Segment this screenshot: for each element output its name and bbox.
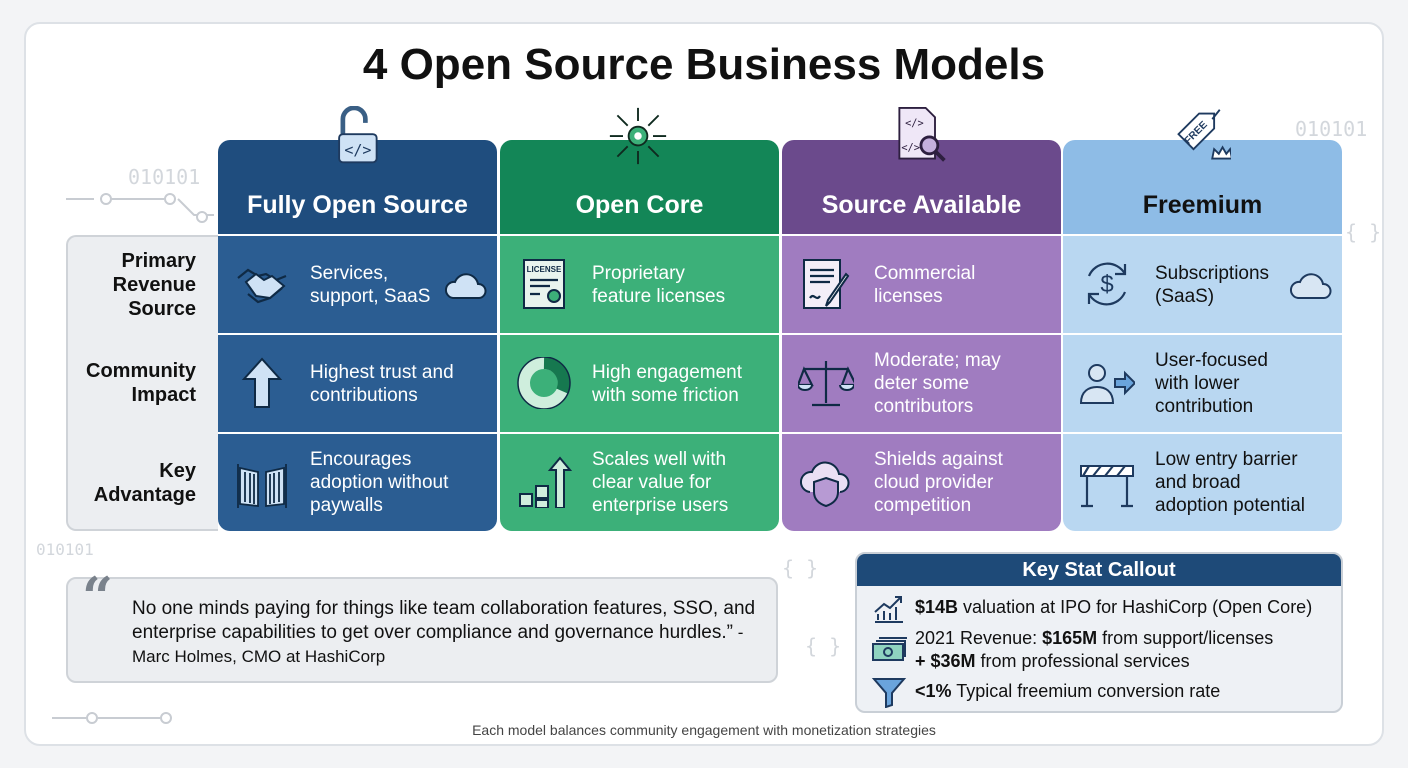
circuit-decoration	[52, 712, 172, 724]
cloud-shield-icon	[800, 461, 850, 508]
row-label: Key Advantage	[93, 460, 196, 506]
braces-decoration: { }	[1345, 220, 1382, 244]
cell-text: Subscriptions (SaaS)	[1155, 262, 1270, 307]
binary-decoration: 010101	[1295, 117, 1368, 141]
free-tag-crown-icon: FREE	[1177, 109, 1231, 160]
stat-value: <1%	[915, 681, 952, 701]
stat-value: $14B	[915, 597, 959, 617]
svg-text:</>: </>	[901, 142, 920, 154]
circuit-decoration	[64, 190, 214, 223]
arrow-up-icon	[241, 357, 283, 408]
balance-scale-icon	[798, 361, 854, 407]
model-cell: Commercial licenses	[782, 236, 1061, 333]
svg-text:$: $	[1100, 271, 1113, 298]
model-cell: Moderate; may deter some contributors	[782, 335, 1061, 432]
barrier-icon	[1080, 465, 1134, 508]
open-padlock-code-icon: </>	[338, 106, 378, 164]
stat-text: valuation at IPO for HashiCorp (Open Cor…	[958, 597, 1313, 617]
model-column: Source Available Commercial licenses Mod…	[782, 140, 1061, 531]
cell-text: Highest trust and contributions	[310, 361, 454, 406]
stat-text: from support/licenses	[1097, 628, 1274, 648]
stat-item: <1% Typical freemium conversion rate	[915, 680, 1220, 703]
column-header: Freemium	[1063, 140, 1342, 234]
svg-text:</>: </>	[344, 141, 371, 159]
stat-item: 2021 Revenue: $165M from support/license…	[915, 627, 1273, 673]
row-label: Primary Revenue Source	[112, 250, 196, 320]
cell-text: Proprietary feature licenses	[592, 262, 726, 307]
license-certificate-icon: LICENSE	[523, 259, 565, 309]
chart-growth-icon	[874, 596, 903, 623]
key-stat-callout: Key Stat Callout $14B valuation at IPO f…	[855, 552, 1343, 713]
code-document-magnifier-icon: </> </>	[898, 106, 946, 162]
column-header: Open Core	[500, 140, 779, 234]
svg-text:</>: </>	[905, 118, 924, 130]
cell-text: High engagement with some friction	[592, 361, 742, 406]
signed-document-icon	[803, 259, 850, 309]
model-cell: Encourages adoption without paywalls	[218, 434, 497, 531]
handshake-icon	[237, 268, 287, 304]
quote-mark-icon: “	[82, 565, 114, 629]
gear-arrows-icon	[609, 107, 667, 165]
binary-decoration: 010101	[128, 165, 201, 189]
model-cell: Services, support, SaaS	[218, 236, 497, 333]
dollar-cycle-icon: $	[1087, 262, 1127, 306]
stat-item: $14B valuation at IPO for HashiCorp (Ope…	[915, 596, 1312, 619]
cell-text: Shields against cloud provider competiti…	[874, 449, 1003, 516]
cloud-icon	[444, 273, 487, 299]
row-label: Community Impact	[86, 360, 196, 406]
stat-value: $165M	[1042, 628, 1098, 648]
binary-decoration: 010101	[36, 540, 94, 559]
model-cell: User-focused with lower contribution	[1063, 335, 1342, 432]
user-arrow-icon	[1079, 364, 1135, 404]
row-labels: Primary Revenue Source Community Impact …	[66, 235, 218, 531]
svg-text:LICENSE: LICENSE	[527, 265, 562, 274]
cell-text: Encourages adoption without paywalls	[310, 449, 449, 516]
quote-box: “ No one minds paying for things like te…	[66, 565, 778, 683]
model-cell: LICENSE Proprietary feature licenses	[500, 236, 779, 333]
cell-text: Moderate; may deter some contributors	[874, 350, 1001, 417]
stat-text: Typical freemium conversion rate	[951, 681, 1221, 701]
model-column: Open Core LICENSE Proprietary feature li…	[500, 140, 779, 531]
cell-text: Low entry barrier and broad adoption pot…	[1155, 449, 1306, 516]
model-column: Fully Open Source Services, support, Saa…	[218, 140, 497, 531]
cell-text: Services, support, SaaS	[310, 262, 431, 307]
cell-text: User-focused with lower contribution	[1155, 350, 1268, 417]
model-cell: Low entry barrier and broad adoption pot…	[1063, 434, 1342, 531]
model-cell: High engagement with some friction	[500, 335, 779, 432]
braces-decoration: { }	[805, 634, 842, 658]
quote-attribution: - Marc Holmes, CMO at HashiCorp	[132, 623, 744, 666]
stat-title: Key Stat Callout	[857, 554, 1341, 586]
stat-value: + $36M	[915, 651, 976, 671]
model-column: Freemium $ Subscriptions (SaaS) User-foc…	[1063, 140, 1342, 531]
model-cell: $ Subscriptions (SaaS)	[1063, 236, 1342, 333]
quote-text: No one minds paying for things like team…	[132, 598, 756, 643]
stat-text: from professional services	[975, 651, 1190, 671]
funnel-icon	[871, 678, 907, 708]
cloud-icon	[1289, 273, 1332, 299]
open-gate-icon	[237, 464, 287, 508]
cash-stack-icon	[872, 637, 907, 661]
model-cell: Scales well with clear value for enterpr…	[500, 434, 779, 531]
cell-text: Commercial licenses	[874, 262, 976, 307]
braces-decoration: { }	[782, 556, 819, 580]
model-cell: Shields against cloud provider competiti…	[782, 434, 1061, 531]
cell-text: Scales well with clear value for enterpr…	[592, 449, 729, 516]
footer-note: Each model balances community engagement…	[472, 722, 936, 738]
stat-text: 2021 Revenue:	[915, 628, 1043, 648]
ring-chart-icon	[517, 357, 571, 409]
page-title: 4 Open Source Business Models	[362, 40, 1046, 89]
model-cell: Highest trust and contributions	[218, 335, 497, 432]
growth-blocks-icon	[519, 456, 572, 508]
